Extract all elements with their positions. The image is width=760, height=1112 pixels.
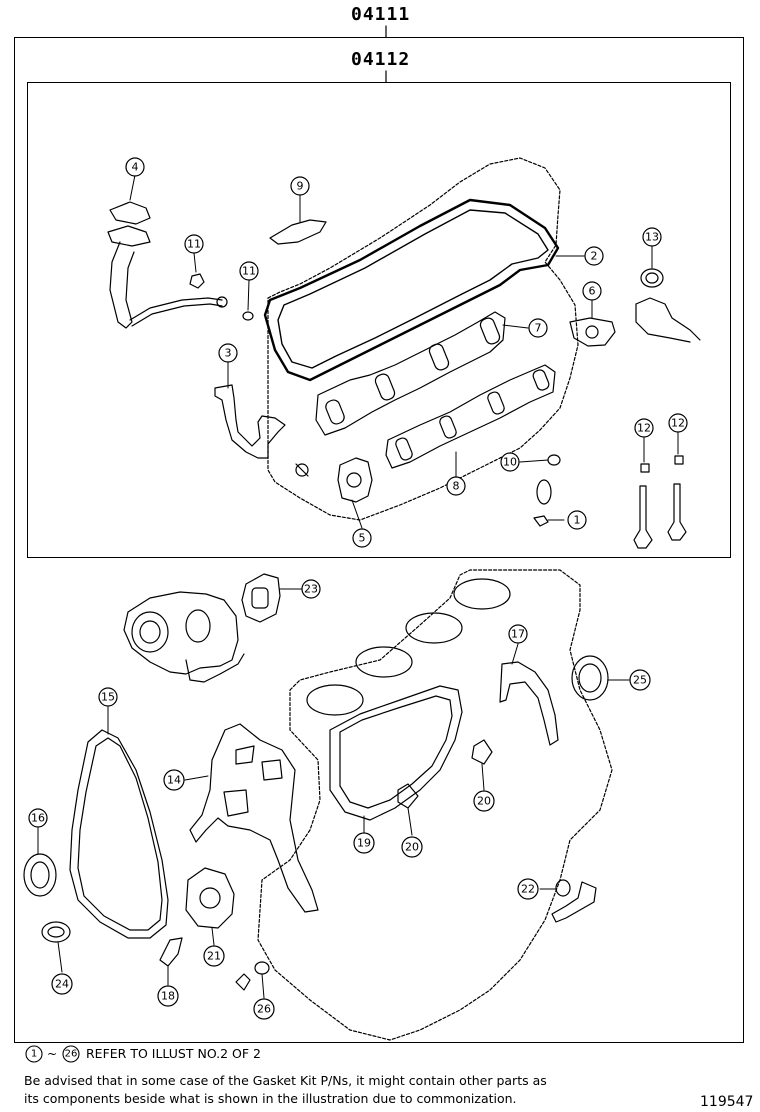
subkit-frame <box>27 82 731 558</box>
callout-9: 9 <box>297 180 304 193</box>
callout-23: 23 <box>304 583 318 596</box>
callout-circles <box>28 157 688 1020</box>
cylinder-head-drawing <box>107 157 701 549</box>
leader-lines <box>37 174 679 999</box>
range-start-callout: 1 <box>31 1049 37 1060</box>
range-end-callout: 26 <box>65 1049 78 1060</box>
callout-26: 26 <box>257 1003 271 1016</box>
callout-13: 13 <box>645 231 659 244</box>
callout-6: 6 <box>589 285 596 298</box>
kit-outer-frame <box>14 37 744 1043</box>
callout-11b: 11 <box>242 265 256 278</box>
callout-12a: 12 <box>637 422 651 435</box>
callout-12b: 12 <box>671 417 685 430</box>
callout-3: 3 <box>225 347 232 360</box>
callout-7: 7 <box>535 322 542 335</box>
cylinder-block-drawing <box>23 569 613 1041</box>
subkit-code: 04112 <box>351 49 411 70</box>
callout-4: 4 <box>132 161 139 174</box>
callout-11a: 11 <box>187 238 201 251</box>
range-tilde: ~ <box>47 1047 57 1061</box>
callout-20b: 20 <box>405 841 419 854</box>
kit-code: 04111 <box>351 4 411 25</box>
callout-20a: 20 <box>477 795 491 808</box>
callout-25: 25 <box>633 674 647 687</box>
callout-15: 15 <box>101 691 115 704</box>
callout-17: 17 <box>511 628 525 641</box>
callout-21: 21 <box>207 950 221 963</box>
refer-range: 1 ~ 26 <box>25 1045 80 1063</box>
callout-16: 16 <box>31 812 45 825</box>
callout-5: 5 <box>359 532 366 545</box>
callout-8: 8 <box>453 480 460 493</box>
figure-number: 119547 <box>700 1094 754 1110</box>
callout-22: 22 <box>521 883 535 896</box>
callout-10: 10 <box>503 456 517 469</box>
callout-19: 19 <box>357 837 371 850</box>
callout-1: 1 <box>574 514 581 527</box>
callout-18: 18 <box>161 990 175 1003</box>
refer-note: REFER TO ILLUST NO.2 OF 2 <box>86 1046 261 1061</box>
advisory-line-2: its components beside what is shown in t… <box>24 1091 517 1106</box>
advisory-line-1: Be advised that in some case of the Gask… <box>24 1073 547 1088</box>
callout-24: 24 <box>55 978 69 991</box>
callout-14: 14 <box>167 774 181 787</box>
callout-2: 2 <box>591 250 598 263</box>
